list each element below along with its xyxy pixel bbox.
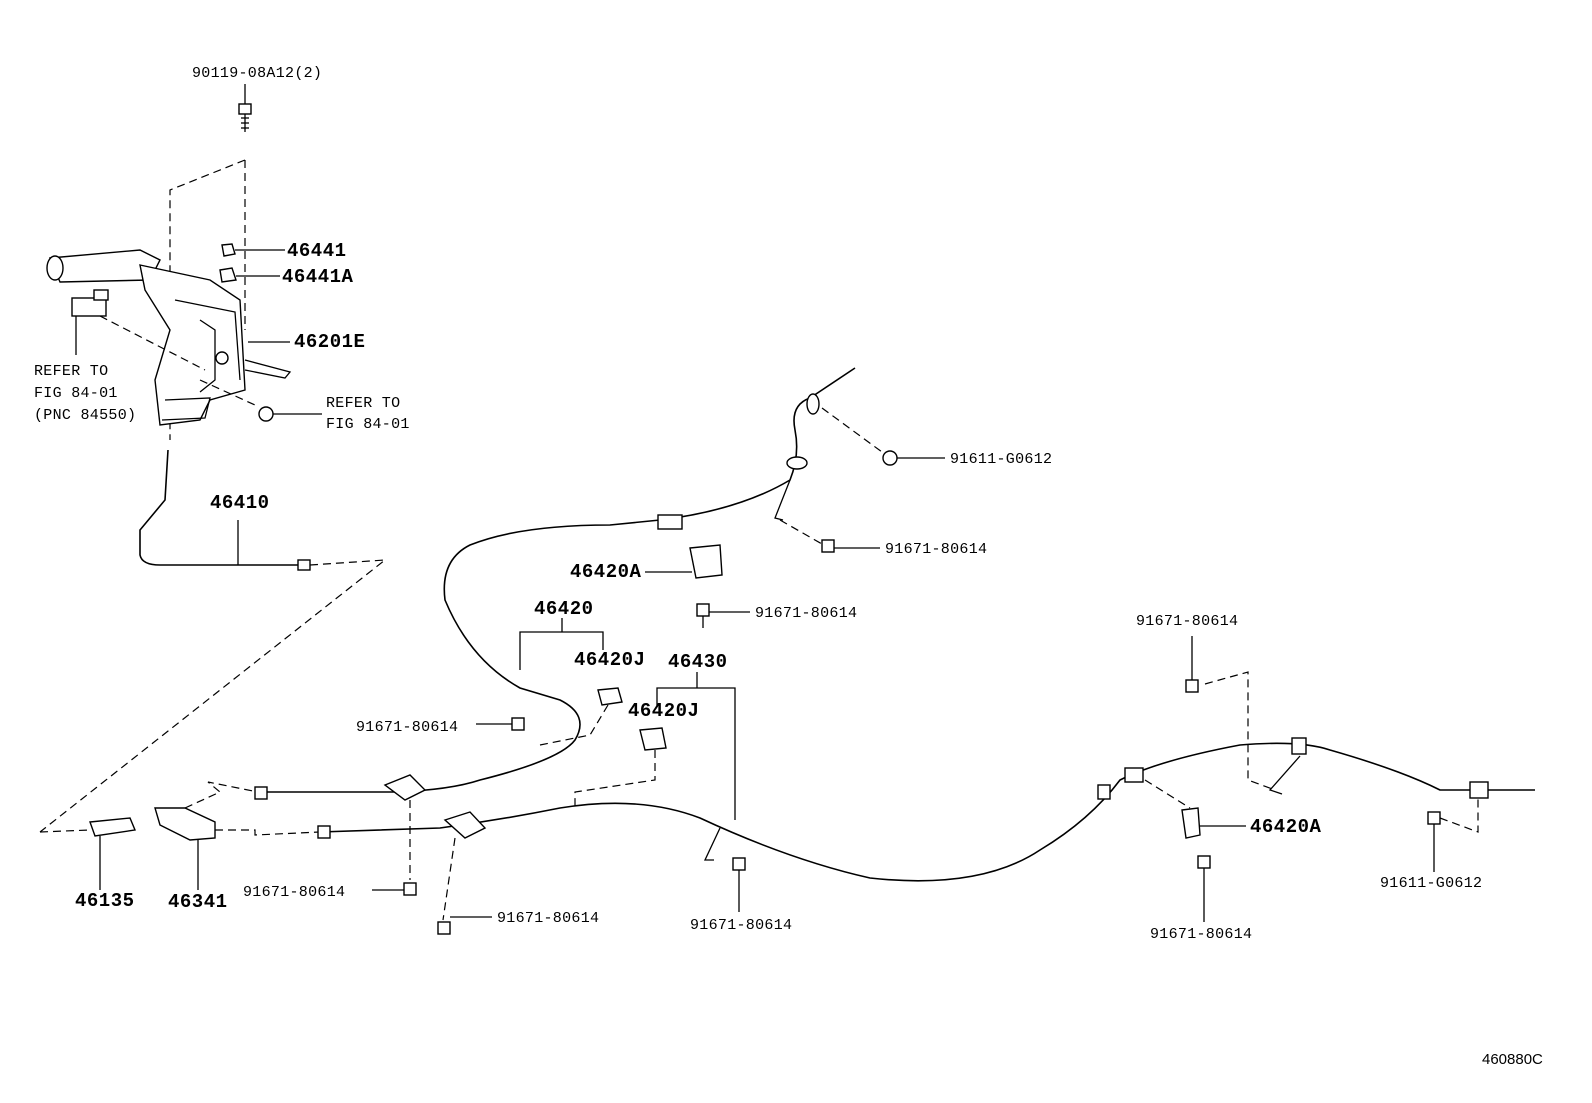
label-g0612-top: 91611-G0612 [950,451,1053,468]
label-80614-under-46420A: 91671-80614 [755,605,858,622]
label-46441A: 46441A [282,266,354,288]
label-46341: 46341 [168,891,228,913]
label-refer-left-3: (PNC 84550) [34,407,137,424]
bolt-80614-icon [372,539,1211,935]
clip-46441A-icon [219,267,280,283]
label-80614-bottom-4: 91671-80614 [1150,926,1253,943]
label-46420: 46420 [534,598,594,620]
label-46441: 46441 [287,240,347,262]
yoke-46341-icon [154,807,216,890]
label-46420A-upper: 46420A [570,561,642,583]
label-46410: 46410 [210,492,270,514]
label-46430: 46430 [668,651,728,673]
label-46420J-b: 46420J [628,700,700,722]
right-rear-cable-46430-icon [317,737,1535,882]
clamp-46420A-lower-icon [1181,807,1246,839]
parking-brake-lever-icon [46,249,292,426]
label-refer-right-1: REFER TO [326,395,401,412]
label-g0612-bottom: 91611-G0612 [1380,875,1483,892]
bolt-g0612-icon [882,450,1441,872]
bolt-refer-fig-icon [199,379,322,422]
label-80614-bottom-1: 91671-80614 [243,884,346,901]
label-80614-left-mid: 91671-80614 [356,719,459,736]
clip-46420J-a-icon [597,687,623,706]
clamp-46420A-upper-icon [645,544,723,579]
bolt-90119-icon [238,84,252,132]
clip-46420J-b-icon [639,727,667,751]
label-bolt-90119: 90119-08A12(2) [192,65,323,82]
label-46420A-lower: 46420A [1250,816,1322,838]
label-refer-right-2: FIG 84-01 [326,416,410,433]
label-refer-left-1: REFER TO [34,363,109,380]
equalizer-46135-icon [89,817,136,890]
catalog-code: 460880C [1482,1051,1543,1068]
label-80614-bottom-3: 91671-80614 [690,917,793,934]
left-rear-cable-46420-icon [254,367,856,801]
label-46420J-a: 46420J [574,649,646,671]
label-refer-left-2: FIG 84-01 [34,385,118,402]
label-46201E: 46201E [294,331,366,353]
label-80614-bottom-2: 91671-80614 [497,910,600,927]
clip-46441-icon [221,243,285,257]
label-80614-far-right: 91671-80614 [1136,613,1239,630]
label-80614-right-top: 91671-80614 [885,541,988,558]
switch-bracket-icon [71,289,109,355]
label-46135: 46135 [75,890,135,912]
